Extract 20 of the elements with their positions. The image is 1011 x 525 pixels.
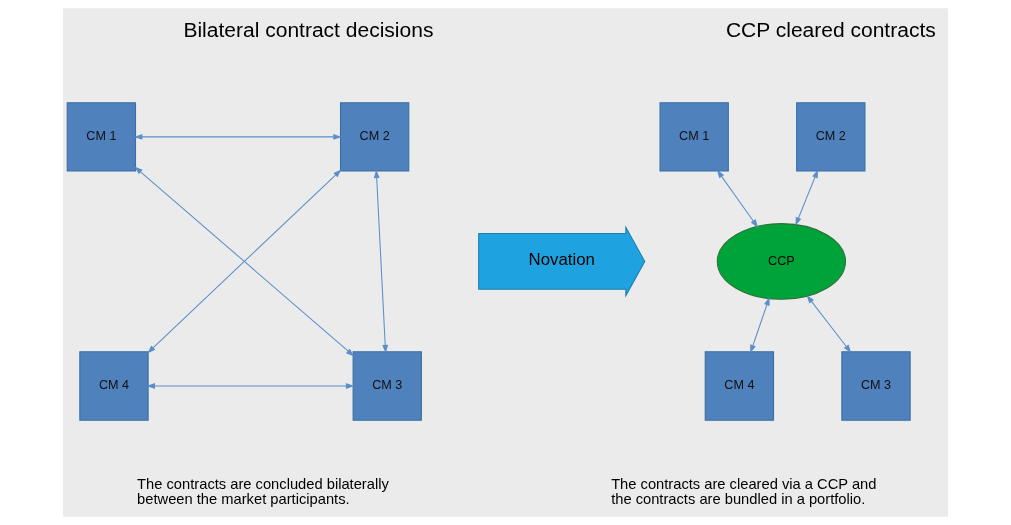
label: The contracts are cleared via a CCP and the contracts are bundled in a portfolio. xyxy=(611,475,877,508)
node-box: CM 4 xyxy=(704,351,775,421)
arrow xyxy=(133,133,342,140)
node-box: CM 3 xyxy=(352,351,422,421)
arrow xyxy=(806,295,852,353)
label: The contracts are concluded bilaterally between the market participants. xyxy=(137,475,389,508)
label: Bilateral contract decisions xyxy=(183,17,434,41)
node-box: CM 2 xyxy=(339,102,410,172)
arrow xyxy=(146,383,355,389)
arrow xyxy=(750,297,770,354)
node-ellipse: CCP xyxy=(716,223,847,300)
arrow xyxy=(795,169,819,226)
node-box: CM 4 xyxy=(79,351,149,421)
arrow xyxy=(716,169,759,228)
label: CCP cleared contracts xyxy=(725,17,936,41)
node-box: CM 1 xyxy=(66,102,137,172)
arrow xyxy=(373,169,389,354)
node-box: CM 2 xyxy=(796,102,866,172)
node-box: CM 3 xyxy=(841,351,911,421)
node-box: CM 1 xyxy=(659,102,729,172)
